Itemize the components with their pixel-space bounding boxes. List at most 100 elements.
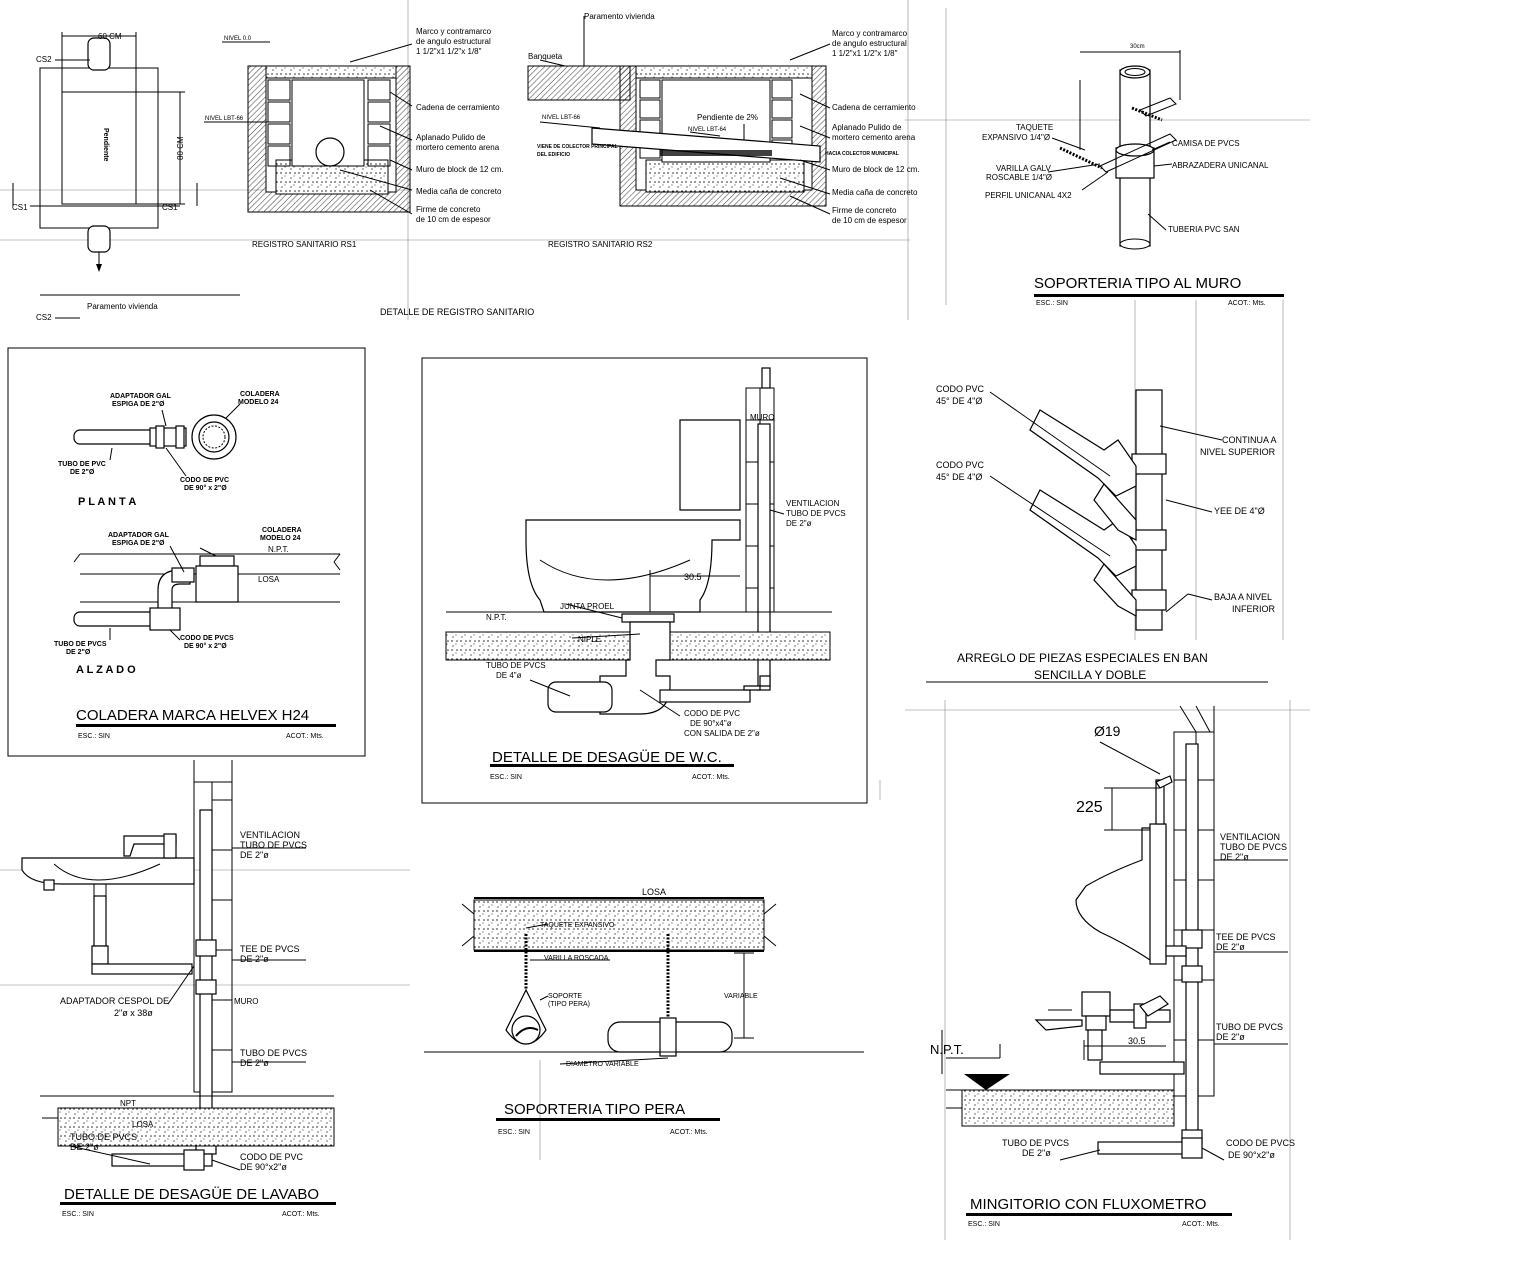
- cs1-left-label: CS1: [12, 203, 28, 212]
- wc-niple: NIPLE: [578, 635, 601, 644]
- muro-dim: 30cm: [1130, 44, 1145, 50]
- dim-width-label: 60 CM: [98, 32, 122, 41]
- coladera-t2: DE 2"Ø: [70, 469, 95, 476]
- piezas-n2: YEE DE 4"Ø: [1214, 506, 1265, 516]
- lavabo-c1: CODO DE PVC: [240, 1152, 304, 1162]
- muro-n1b: EXPANSIVO 1/4"Ø: [982, 133, 1050, 142]
- rs2-to: HACIA COLECTOR MUNICIPAL: [825, 151, 899, 157]
- mingitorio-u2: DE 2"ø: [1216, 1032, 1245, 1042]
- wc-v2: TUBO DE PVCS: [786, 509, 846, 518]
- muro-n2b: ROSCABLE 1/4"Ø: [986, 173, 1052, 182]
- wc-dim: 30.5: [684, 572, 702, 582]
- rs1-note4: Muro de block de 12 cm.: [416, 165, 504, 174]
- dim-height-label: 80 CM: [176, 136, 185, 160]
- piezas-c2b: 45° DE 4"Ø: [936, 472, 982, 482]
- rs1-level-top: NIVEL 0.0: [224, 36, 252, 42]
- pera-var: VARIABLE: [724, 993, 758, 1000]
- wc-frame: [421, 357, 868, 804]
- coladera-u2: DE 2"Ø: [66, 649, 91, 656]
- pera-n1: TAQUETE EXPANSIVO: [540, 922, 615, 929]
- lavabo-u1: TUBO DE PVCS: [240, 1048, 307, 1058]
- piezas-n1a: CONTINUA A: [1222, 435, 1277, 445]
- registro-title: DETALLE DE REGISTRO SANITARIO: [380, 307, 534, 317]
- muro-n5: ABRAZADERA UNICANAL: [1172, 161, 1269, 170]
- lavabo-v3: DE 2"ø: [240, 850, 269, 860]
- rs1-note1c: 1 1/2"x1 1/2"x 1/8": [416, 47, 482, 56]
- rs1-note1b: de angulo estructural: [416, 37, 491, 46]
- pera-n3a: SOPORTE: [548, 993, 582, 1000]
- pera-esc: ESC.: SIN: [498, 1129, 530, 1136]
- coladera-d2: MODELO 24: [260, 535, 301, 542]
- wc-npt: N.P.T.: [486, 613, 507, 622]
- muro-detail: [1034, 50, 1284, 297]
- pera-title: SOPORTERIA TIPO PERA: [504, 1101, 685, 1118]
- rs2-note5: Media caña de concreto: [832, 188, 918, 197]
- rs2-slope: Pendiente de 2%: [697, 113, 758, 122]
- mingitorio-w1: TUBO DE PVCS: [1002, 1138, 1069, 1148]
- rs1-note1a: Marco y contramarco: [416, 27, 492, 36]
- cs2-bottom-label: CS2: [36, 313, 52, 322]
- coladera-frame: [7, 347, 366, 757]
- lavabo-w2: DE 2"ø: [70, 1142, 99, 1152]
- coladera-a2: ESPIGA DE 2"Ø: [112, 401, 165, 408]
- rs1-note3b: mortero cemento arena: [416, 143, 500, 152]
- coladera-planta: P L A N T A: [78, 496, 136, 508]
- rs2-note4: Muro de block de 12 cm.: [832, 165, 920, 174]
- mingitorio-dim: 30.5: [1128, 1036, 1146, 1046]
- lavabo-muro: MURO: [234, 997, 258, 1006]
- wc-c3: CON SALIDA DE 2"ø: [684, 729, 760, 738]
- wc-c1: CODO DE PVC: [684, 709, 740, 718]
- mingitorio-d1: Ø19: [1094, 723, 1121, 739]
- rs1-section: [204, 41, 413, 215]
- mingitorio-npt: N.P.T.: [930, 1042, 964, 1057]
- muro-title: SOPORTERIA TIPO AL MURO: [1034, 275, 1241, 292]
- rs2-level2: NIVEL LBT-64: [688, 127, 727, 133]
- wc-junta: JUNTA PROEL: [560, 602, 615, 611]
- rs1-level-bottom: NIVEL LBT-66: [205, 116, 244, 122]
- rs1-note5: Media caña de concreto: [416, 187, 502, 196]
- muro-n6: TUBERIA PVC SAN: [1168, 225, 1240, 234]
- mingitorio-t2: DE 2"ø: [1216, 942, 1245, 952]
- lavabo-c2: DE 90°x2"ø: [240, 1162, 287, 1172]
- lavabo-u2: DE 2"ø: [240, 1058, 269, 1068]
- muro-n1a: TAQUETE: [1016, 123, 1053, 132]
- coladera-k1: CODO DE PVC: [180, 477, 229, 484]
- construction-lines: [0, 0, 1310, 1240]
- rs2-caption: REGISTRO SANITARIO RS2: [548, 240, 653, 249]
- muro-n4: CAMISA DE PVCS: [1172, 139, 1240, 148]
- mingitorio-v2: TUBO DE PVCS: [1220, 842, 1287, 852]
- rs2-from-b: DEL EDIFICIO: [537, 152, 570, 158]
- coladera-esc: ESC.: SIN: [78, 733, 110, 740]
- mingitorio-c1: CODO DE PVCS: [1226, 1138, 1295, 1148]
- rs1-note6b: de 10 cm de espesor: [416, 215, 491, 224]
- pera-n3b: (TIPO PERA): [548, 1001, 590, 1008]
- wc-t2: DE 4"ø: [496, 671, 522, 680]
- mingitorio-d2: 225: [1076, 799, 1103, 816]
- wc-t1: TUBO DE PVCS: [486, 661, 546, 670]
- coladera-title: COLADERA MARCA HELVEX H24: [76, 707, 309, 724]
- rs2-note1a: Marco y contramarco: [832, 29, 908, 38]
- mingitorio-t1: TEE DE PVCS: [1216, 932, 1276, 942]
- piezas-n3b: INFERIOR: [1232, 604, 1276, 614]
- piezas-c1b: 45° DE 4"Ø: [936, 396, 982, 406]
- lavabo-t2: DE 2"ø: [240, 954, 269, 964]
- rs2-from-a: VIENE DE COLECTOR PRINCIPAL: [537, 144, 618, 150]
- registro-planta: [12, 32, 240, 319]
- lavabo-detail: [21, 760, 336, 1205]
- piezas-n3a: BAJA A NIVEL: [1214, 592, 1272, 602]
- coladera-b2: ESPIGA DE 2"Ø: [112, 540, 165, 547]
- lavabo-esc: ESC.: SIN: [62, 1211, 94, 1218]
- lavabo-npt: NPT: [120, 1099, 136, 1108]
- coladera-a1: ADAPTADOR GAL: [110, 393, 172, 400]
- rs1-note3a: Aplanado Pulido de: [416, 133, 486, 142]
- mingitorio-c2: DE 90°x2"ø: [1228, 1150, 1275, 1160]
- rs1-caption: REGISTRO SANITARIO RS1: [252, 240, 357, 249]
- rs2-note6a: Firme de concreto: [832, 206, 897, 215]
- rs2-note1b: de angulo estructural: [832, 39, 907, 48]
- coladera-acot: ACOT.: Mts.: [286, 733, 324, 740]
- pera-diam: DIAMETRO VARIABLE: [566, 1061, 639, 1068]
- pera-losa: LOSA: [642, 887, 666, 897]
- coladera-k2: DE 90° x 2"Ø: [184, 484, 227, 492]
- slope-label: Pendiente: [102, 128, 109, 162]
